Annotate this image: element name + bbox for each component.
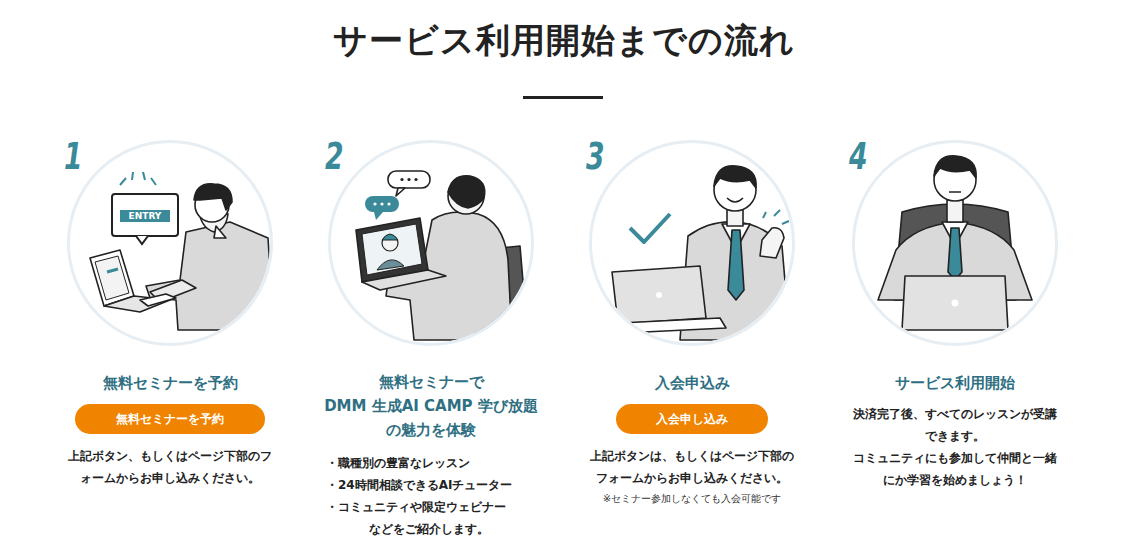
step-heading: サービス利用開始 [835,371,1075,395]
step-number: 2 [325,137,344,175]
drawing-path [362,270,446,290]
drawing-path [140,294,176,306]
speech-bubble: ENTRY [111,193,179,237]
drawing-path [714,166,756,188]
drawing-path [146,222,274,330]
drawing-rect [365,196,399,212]
drawing-line [143,172,145,180]
drawing-circle [414,178,417,181]
drawing-path [902,276,1008,330]
drawing-path [95,256,129,300]
step-description: 上記ボタンは、もしくはページ下部の フォームからお申し込みください。 [581,445,803,489]
drawing-circle [400,178,403,181]
drawing-rect [388,171,430,188]
step-circle: 4 [852,140,1058,346]
drawing-path [136,236,148,244]
button-text: 入会申し込み [656,411,728,428]
drawing-circle [387,202,390,205]
bubble-tail [135,236,149,246]
feature-bullet: ・24時間相談できるAIチューター [326,474,546,496]
drawing-line [120,178,126,185]
step-description: 決済完了後、すべてのレッスンが受講 できます。 [844,403,1066,447]
drawing-line [949,191,961,193]
drawing-path [948,228,962,280]
drawing-path [612,266,706,324]
step-number: 4 [849,137,868,175]
seminar-illustration [356,171,528,340]
drawing-circle [656,292,662,298]
drawing-path [194,184,232,210]
drawing-rect [947,200,963,222]
drawing-path [396,188,405,196]
drawing-circle [380,202,383,205]
drawing-line [107,269,118,272]
action-button: 無料セミナーを予約 [75,404,265,434]
step-description: 上記ボタン、もしくはページ下部のフ ォームからお申し込みください。 [59,445,281,489]
diagram-title: サービス利用開始までの流れ [0,18,1128,64]
step-circle: 1ENTRY [67,140,273,346]
drawing-circle [382,235,398,251]
drawing-line [763,212,766,218]
step-heading: 入会申込み [572,371,812,395]
footnote: ※セミナー参加しなくても入会可能です [572,491,812,507]
drawing-path [727,198,743,202]
drawing-circle [952,300,959,307]
step-heading: 無料セミナーを予約 [40,371,300,395]
apply-illustration [600,166,790,340]
drawing-circle [373,202,376,205]
drawing-path [214,226,226,238]
drawing-path [382,234,398,240]
drawing-path [600,318,726,334]
action-button: 入会申し込み [616,404,768,434]
drawing-path [728,230,744,300]
entry-illustration [90,172,274,330]
feature-bullet: ・職種別の豊富なレッスン [326,452,546,474]
step-number: 3 [586,137,605,175]
button-text: 無料セミナーを予約 [116,411,224,428]
title-underline [523,96,603,99]
drawing-line [774,210,780,216]
drawing-line [782,221,789,224]
step-description: コミュニティにも参加して仲間と一緒 にか学習を始めましょう！ [844,447,1066,491]
drawing-path [377,260,404,270]
drawing-line [132,172,133,180]
start-illustration [878,156,1032,330]
drawing-path [448,176,485,208]
step-circle: 2 [328,140,534,346]
feature-bullet: ・コミュニティや限定ウェビナー などをご紹介します。 [326,496,526,540]
drawing-path [374,212,383,220]
step-number: 1 [64,137,83,175]
drawing-path [934,156,976,178]
drawing-path [362,224,422,275]
drawing-circle [407,178,410,181]
drawing-line [151,178,156,185]
step-heading: 無料セミナーで DMM 生成AI CAMP 学び放題 の魅力を体験 [301,370,561,442]
step-circle: 3 [589,140,795,346]
drawing-path [760,228,784,258]
drawing-path [630,214,670,242]
entry-banner: ENTRY [120,210,170,222]
